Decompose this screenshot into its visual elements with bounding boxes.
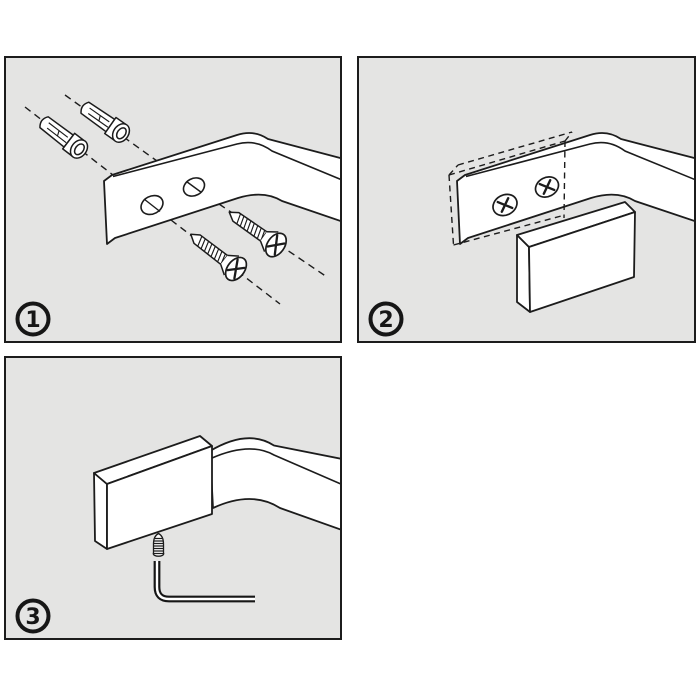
step-2-panel: 2 — [357, 56, 696, 343]
step-3-panel: 3 — [4, 356, 342, 640]
step-1-panel: 1 — [4, 56, 342, 343]
step-badge: 1 — [15, 301, 51, 337]
countersunk-screw-icon — [228, 211, 288, 258]
mounting-bracket-icon — [103, 132, 340, 245]
hex-key-icon — [153, 561, 255, 603]
countersunk-screw-icon — [190, 233, 248, 282]
wall-anchor-icon — [39, 116, 89, 159]
dashed-position-outline — [448, 131, 573, 246]
step-number: 3 — [25, 605, 40, 630]
step-3-illustration: 3 — [15, 435, 340, 634]
step-2-illustration: 2 — [368, 131, 694, 337]
step-1-illustration: 1 — [15, 94, 340, 337]
step-number: 1 — [25, 308, 40, 333]
step-badge: 3 — [15, 598, 51, 634]
wall-anchor-icon — [80, 101, 131, 144]
mounting-bracket-icon — [456, 132, 694, 245]
step-badge: 2 — [368, 301, 404, 337]
screw-head-icon — [492, 193, 518, 217]
handle-bar-icon — [209, 437, 340, 531]
cover-cap-icon — [93, 435, 213, 550]
screw-head-icon — [534, 176, 560, 198]
set-screw-icon — [152, 532, 165, 557]
cover-cap-icon — [516, 201, 636, 313]
step-number: 2 — [378, 308, 393, 333]
